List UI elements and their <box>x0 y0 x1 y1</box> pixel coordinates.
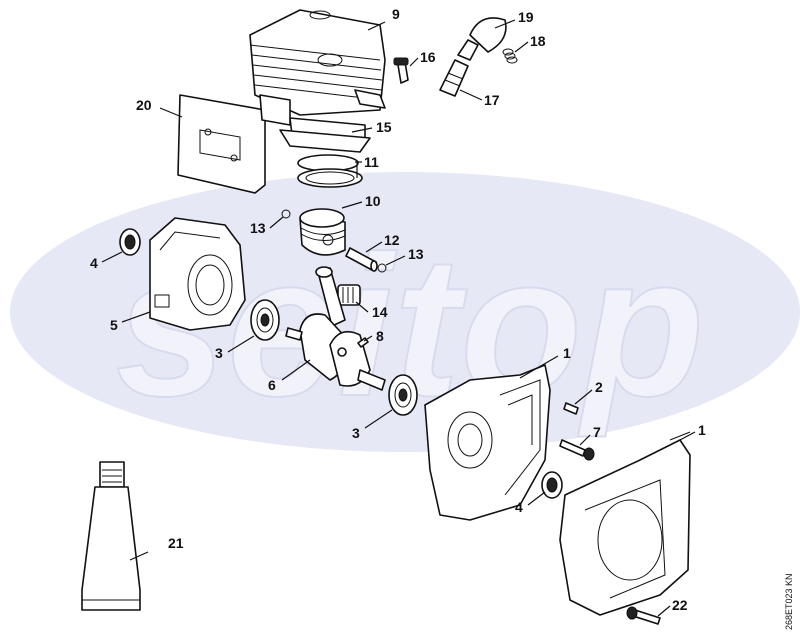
callout-17: 17 <box>484 92 500 108</box>
callout-22: 22 <box>672 597 688 613</box>
callout-14: 14 <box>372 304 388 320</box>
screw-part-16 <box>393 57 409 84</box>
callout-11: 11 <box>364 154 379 170</box>
base-gasket-part-15 <box>279 129 371 153</box>
leader-lines <box>101 19 696 617</box>
callout-20: 20 <box>136 97 152 113</box>
fan-housing-part-1b <box>559 431 691 616</box>
gasket-part-20 <box>177 94 266 194</box>
callout-18: 18 <box>530 33 546 49</box>
callout-13a: 13 <box>250 220 266 236</box>
callout-8: 8 <box>376 328 384 344</box>
ball-bearing-part-3a <box>250 299 280 341</box>
circlip-part-13a <box>281 209 291 219</box>
reference-code: 268ET023 KN <box>784 573 794 630</box>
spring-part-18 <box>502 48 518 64</box>
piston-pin-part-12 <box>345 247 378 272</box>
callout-19: 19 <box>518 9 534 25</box>
callout-4b: 4 <box>515 499 523 515</box>
cylinder-part-9 <box>249 9 386 141</box>
callout-4a: 4 <box>90 255 98 271</box>
callout-7: 7 <box>593 424 601 440</box>
callout-16: 16 <box>420 49 436 65</box>
screw-part-7 <box>559 439 595 461</box>
spark-plug-part-17 <box>439 39 479 97</box>
callout-1a: 1 <box>563 345 571 361</box>
plug-boot-part-19 <box>469 17 507 53</box>
crankcase-half-part-5 <box>149 217 246 331</box>
piston-part-10 <box>299 208 346 256</box>
callout-13b: 13 <box>408 246 424 262</box>
crankcase-half-part-1a <box>424 364 551 521</box>
callout-3a: 3 <box>215 345 223 361</box>
screw-part-22 <box>626 606 661 625</box>
callout-6: 6 <box>268 377 276 393</box>
circlip-part-13b <box>377 263 387 273</box>
oil-seal-part-4b <box>541 471 563 499</box>
piston-rings-part-11 <box>297 154 363 188</box>
callout-21: 21 <box>168 535 184 551</box>
callout-3b: 3 <box>352 425 360 441</box>
callout-9: 9 <box>392 6 400 22</box>
callout-5: 5 <box>110 317 118 333</box>
callout-10: 10 <box>365 193 381 209</box>
callout-12: 12 <box>384 232 400 248</box>
sealant-tube-part-21 <box>81 461 141 611</box>
callout-1b: 1 <box>698 422 706 438</box>
oil-seal-part-4a <box>119 228 141 256</box>
callout-2: 2 <box>595 379 603 395</box>
ball-bearing-part-3b <box>388 374 418 416</box>
dowel-pin-part-2 <box>563 402 579 415</box>
callout-15: 15 <box>376 119 392 135</box>
